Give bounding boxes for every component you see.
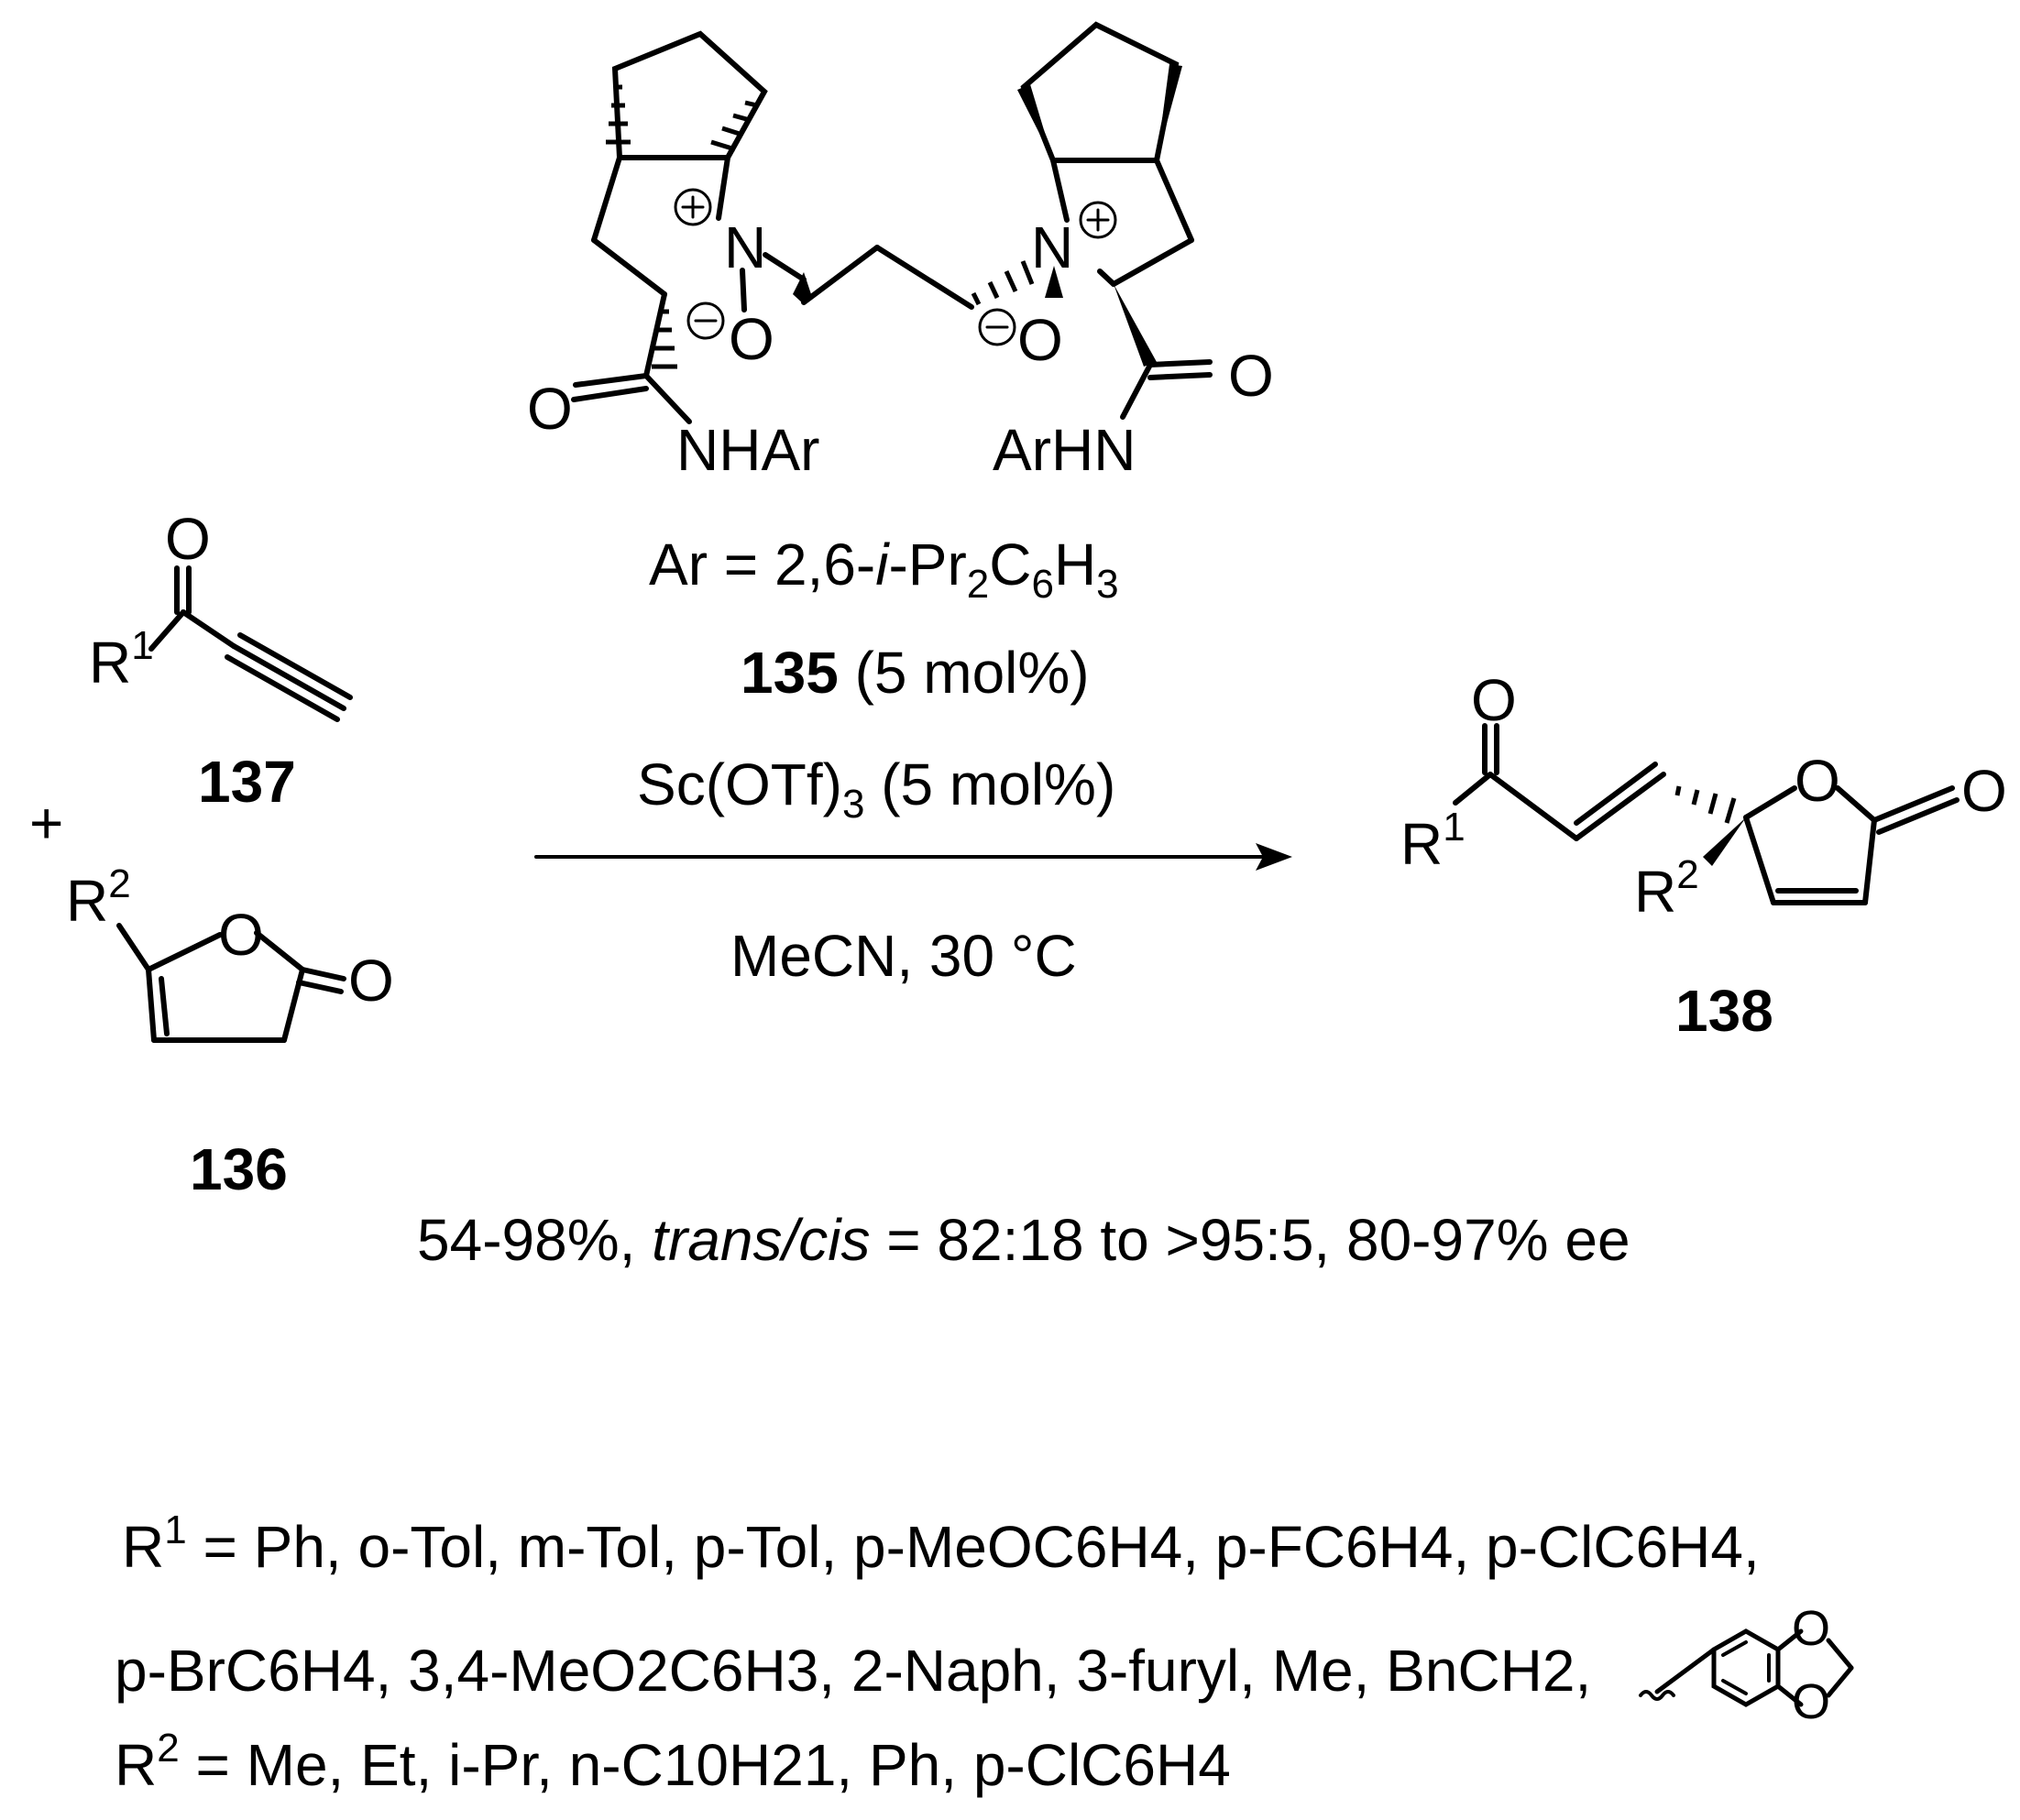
solvent-temperature-condition: MeCN, 30 °C	[730, 923, 1077, 989]
product-ring-O: O	[1795, 748, 1840, 814]
catalyst-135-left-unit: N O O NHAr	[527, 30, 974, 483]
catalyst-right-N: N	[1031, 214, 1073, 280]
catalyst-right-amide: ArHN	[993, 417, 1136, 483]
catalyst-right-carbonyl-O: O	[1228, 343, 1274, 409]
product-hash-bond	[1674, 785, 1737, 824]
catalyst-left-amide: NHAr	[676, 417, 819, 483]
product-R1: R1	[1400, 805, 1466, 877]
ynone-R1: R1	[89, 623, 154, 696]
catalyst-right-N-oxide-O: O	[1017, 307, 1063, 373]
substrate-scope: R1 = Ph, o-Tol, m-Tol, p-Tol, p-MeOC6H4,…	[115, 1508, 1854, 1798]
dioxole-O-bottom: O	[1792, 1674, 1830, 1729]
lewis-acid-condition: Sc(OTf)3 (5 mol%)	[637, 751, 1115, 827]
reaction-arrow	[534, 843, 1292, 871]
catalyst-label: 135 (5 mol%)	[741, 640, 1090, 706]
furanone-136: R2 O O 136	[66, 861, 394, 1202]
product-exo-O: O	[1961, 758, 2007, 824]
furanone-label: 136	[190, 1136, 288, 1202]
ynone-137: O R1 137	[89, 506, 353, 815]
ynone-label: 137	[198, 749, 296, 815]
r1-scope-line-1: R1 = Ph, o-Tol, m-Tol, p-Tol, p-MeOC6H4,…	[122, 1508, 1760, 1580]
aryl-definition: Ar = 2,6-i-Pr2C6H3	[649, 532, 1119, 607]
negative-charge-icon	[686, 302, 725, 340]
catalyst-left-N: N	[724, 214, 766, 280]
plus-sign: +	[29, 790, 63, 856]
product-label: 138	[1675, 978, 1773, 1044]
result-line: 54-98%, trans/cis = 82:18 to >95:5, 80-9…	[417, 1207, 1630, 1273]
benzodioxolyl-substituent-icon: O O	[1639, 1601, 1854, 1729]
catalyst-left-carbonyl-O: O	[527, 376, 573, 442]
dioxole-O-top: O	[1792, 1601, 1830, 1656]
r2-scope-line: R2 = Me, Et, i-Pr, n-C10H21, Ph, p-ClC6H…	[115, 1726, 1231, 1798]
catalyst-right-hash-bond	[971, 260, 1035, 306]
positive-charge-icon	[1079, 201, 1117, 239]
furanone-R2: R2	[66, 861, 131, 934]
catalyst-left-hash-bonds	[606, 84, 758, 369]
furanone-ring-O: O	[218, 902, 264, 968]
product-ketone-O: O	[1471, 667, 1517, 733]
r1-scope-line-2: p-BrC6H4, 3,4-MeO2C6H3, 2-Naph, 3-furyl,…	[115, 1638, 1591, 1704]
negative-charge-icon	[978, 308, 1016, 346]
product-R2: R2	[1634, 852, 1699, 925]
furanone-exo-O: O	[348, 948, 394, 1014]
catalyst-135-right-unit: N O O ArHN	[971, 21, 1274, 483]
ynone-carbonyl-O: O	[165, 506, 211, 572]
product-138: O R1 O O R2 138	[1400, 667, 2007, 1044]
catalyst-left-N-oxide-O: O	[729, 306, 774, 372]
positive-charge-icon	[674, 188, 712, 226]
